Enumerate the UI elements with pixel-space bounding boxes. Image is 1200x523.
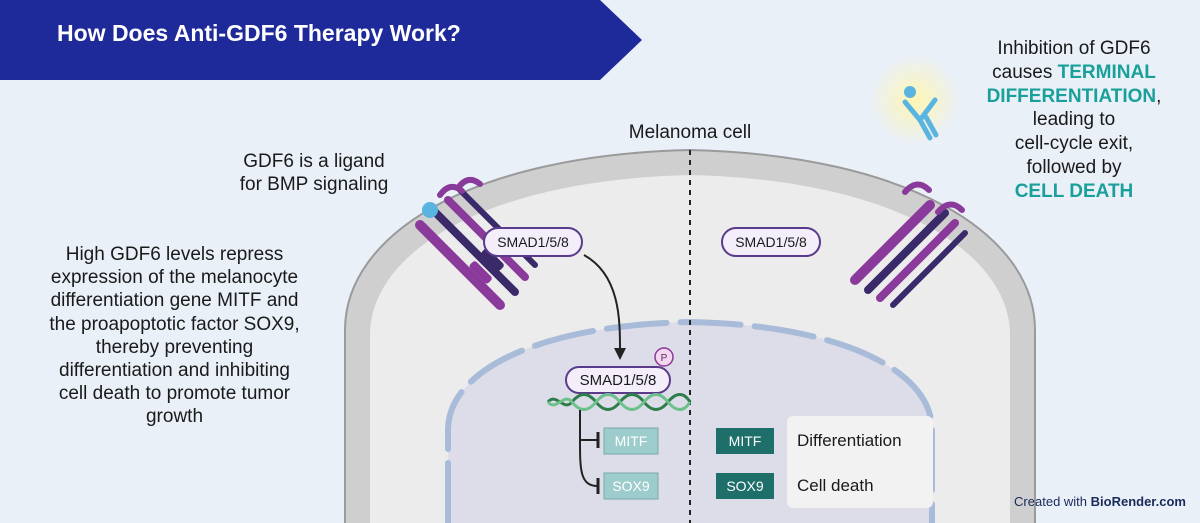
ligand-note-line: for BMP signaling [239,174,389,196]
outcome-cell-death: Cell death [797,476,874,495]
sox9-active-label: SOX9 [726,478,764,494]
antibody-glow [870,55,960,145]
left-explanation-line: expression of the melanocyte [50,267,299,289]
smad-right-box [721,227,821,257]
cell-label: Melanoma cell [628,122,752,143]
outcome-panel [787,416,933,508]
receptor-complex-right [850,181,968,308]
page-title: How Does Anti-GDF6 Therapy Work? [57,20,461,46]
cell-death-highlight: CELL DEATH [1014,180,1134,202]
mitf-repressed-box [603,427,659,455]
phosphate-marker [654,347,674,367]
mitf-repressed-label: MITF [615,433,648,449]
right-explanation-text: causes [992,61,1058,83]
translocation-arrow [583,254,621,351]
right-explanation-line: followed by [1026,156,1122,178]
smad-nuclear-label: SMAD1/5/8 [580,372,657,389]
right-explanation-line: causes TERMINAL [968,61,1180,85]
smad-right-label: SMAD1/5/8 [735,234,807,250]
left-explanation-line: differentiation gene MITF and [50,290,299,312]
smad-left-label: SMAD1/5/8 [497,234,569,250]
left-explanation-line: cell death to promote tumor [58,383,291,405]
repression-connectors [579,410,600,494]
credit-prefix: Created with [1014,494,1091,509]
left-explanation-line: growth [145,406,204,428]
outcome-differentiation: Differentiation [797,431,902,450]
left-explanation-line: the proapoptotic factor SOX9, [49,313,300,335]
sox9-repressed-box [603,472,659,500]
sox9-repressed-label: SOX9 [612,478,650,494]
mitf-active-label: MITF [729,433,762,449]
right-explanation-line: DIFFERENTIATION, [968,85,1180,109]
gdf6-ligand [422,202,438,218]
ligand-note-line: GDF6 is a ligand [243,151,385,172]
sox9-active-box [716,473,774,499]
credit-brand: BioRender.com [1090,494,1186,509]
anti-gdf6-antibody-icon [902,86,939,141]
left-explanation-line: High GDF6 levels repress [65,244,284,265]
terminal-highlight: TERMINAL [1057,61,1156,83]
biorender-credit: Created with BioRender.com [1014,494,1186,509]
smad-nuclear-box [565,366,671,394]
left-explanation-line: thereby preventing [95,336,254,358]
left-explanation-line: differentiation and inhibiting [59,359,290,381]
mitf-active-box [716,428,774,454]
right-explanation-line: cell-cycle exit, [1014,133,1134,154]
left-explanation: High GDF6 levels repress expression of t… [12,243,337,428]
title-banner [0,0,642,80]
arrow-head [614,348,626,360]
right-explanation: Inhibition of GDF6 causes TERMINAL DIFFE… [968,37,1180,203]
phosphate-label: P [661,353,668,364]
right-explanation-line: CELL DEATH [968,180,1180,204]
right-explanation-line: Inhibition of GDF6 [997,38,1151,59]
differentiation-highlight: DIFFERENTIATION [986,85,1157,107]
right-explanation-line: leading to [1032,109,1116,131]
dna-helix [546,393,692,411]
right-explanation-text: , [1156,85,1162,107]
smad-left-box [483,227,583,257]
ligand-note: GDF6 is a ligand for BMP signaling [214,150,414,196]
